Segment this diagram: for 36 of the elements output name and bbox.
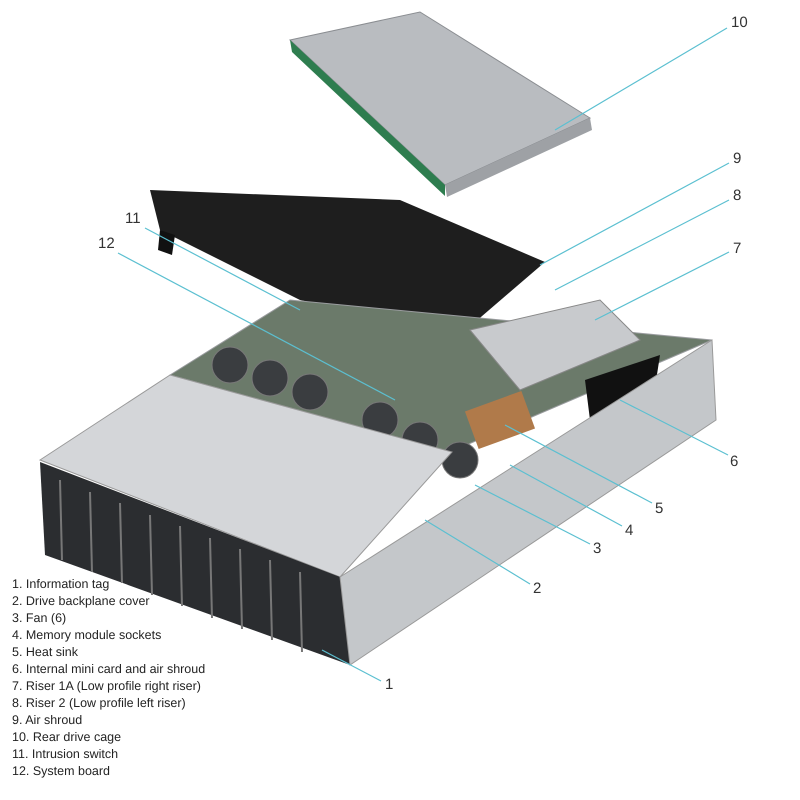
part-list-item: 4. Memory module sockets bbox=[12, 627, 162, 644]
callout-number: 11 bbox=[124, 210, 142, 228]
part-list-item: 8. Riser 2 (Low profile left riser) bbox=[12, 695, 187, 712]
leader-line bbox=[540, 162, 730, 266]
callout-number: 10 bbox=[730, 14, 749, 32]
callout-number: 6 bbox=[729, 453, 740, 471]
leader-line bbox=[510, 464, 622, 527]
leader-line bbox=[554, 27, 728, 131]
part-list-item: 2. Drive backplane cover bbox=[12, 593, 151, 610]
callout-number: 1 bbox=[384, 676, 394, 694]
callout-number: 9 bbox=[732, 150, 742, 168]
part-list-item: 3. Fan (6) bbox=[12, 610, 68, 627]
part-list-item: 10. Rear drive cage bbox=[12, 729, 122, 746]
leader-line bbox=[144, 227, 300, 311]
leader-line bbox=[620, 399, 728, 456]
leader-line bbox=[504, 424, 652, 504]
leader-line bbox=[554, 199, 730, 291]
leader-line bbox=[424, 519, 530, 585]
callout-number: 8 bbox=[732, 187, 742, 205]
part-list-item: 6. Internal mini card and air shroud bbox=[12, 661, 206, 678]
callout-number: 12 bbox=[97, 235, 116, 253]
leader-line bbox=[474, 484, 590, 545]
part-list-item: 11. Intrusion switch bbox=[12, 746, 120, 763]
part-list-item: 12. System board bbox=[12, 763, 111, 780]
part-list-item: 9. Air shroud bbox=[12, 712, 84, 729]
callout-number: 4 bbox=[624, 522, 634, 540]
leader-line bbox=[118, 252, 396, 401]
callout-number: 3 bbox=[592, 540, 602, 558]
leader-line bbox=[322, 649, 382, 682]
part-list-item: 7. Riser 1A (Low profile right riser) bbox=[12, 678, 202, 695]
part-list-item: 5. Heat sink bbox=[12, 644, 80, 661]
callout-number: 7 bbox=[732, 240, 742, 258]
callout-number: 2 bbox=[532, 580, 542, 598]
part-list-item: 1. Information tag bbox=[12, 576, 110, 593]
callout-number: 5 bbox=[654, 500, 664, 518]
leader-line bbox=[594, 251, 730, 321]
